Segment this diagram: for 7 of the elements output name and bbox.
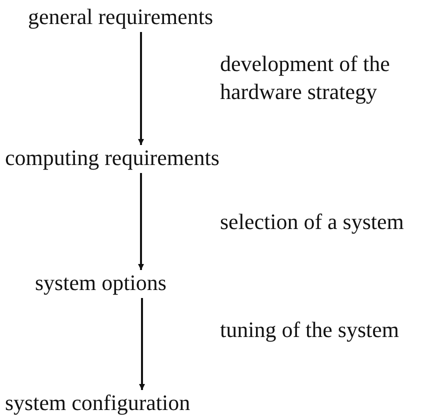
arrow [138, 173, 144, 270]
step-text: computing requirements [5, 145, 220, 171]
step-text: general requirements [28, 4, 214, 30]
arrow [139, 298, 145, 390]
step-text: system options [35, 270, 166, 296]
arrow [138, 32, 144, 145]
step-text: system configuration [5, 390, 190, 416]
